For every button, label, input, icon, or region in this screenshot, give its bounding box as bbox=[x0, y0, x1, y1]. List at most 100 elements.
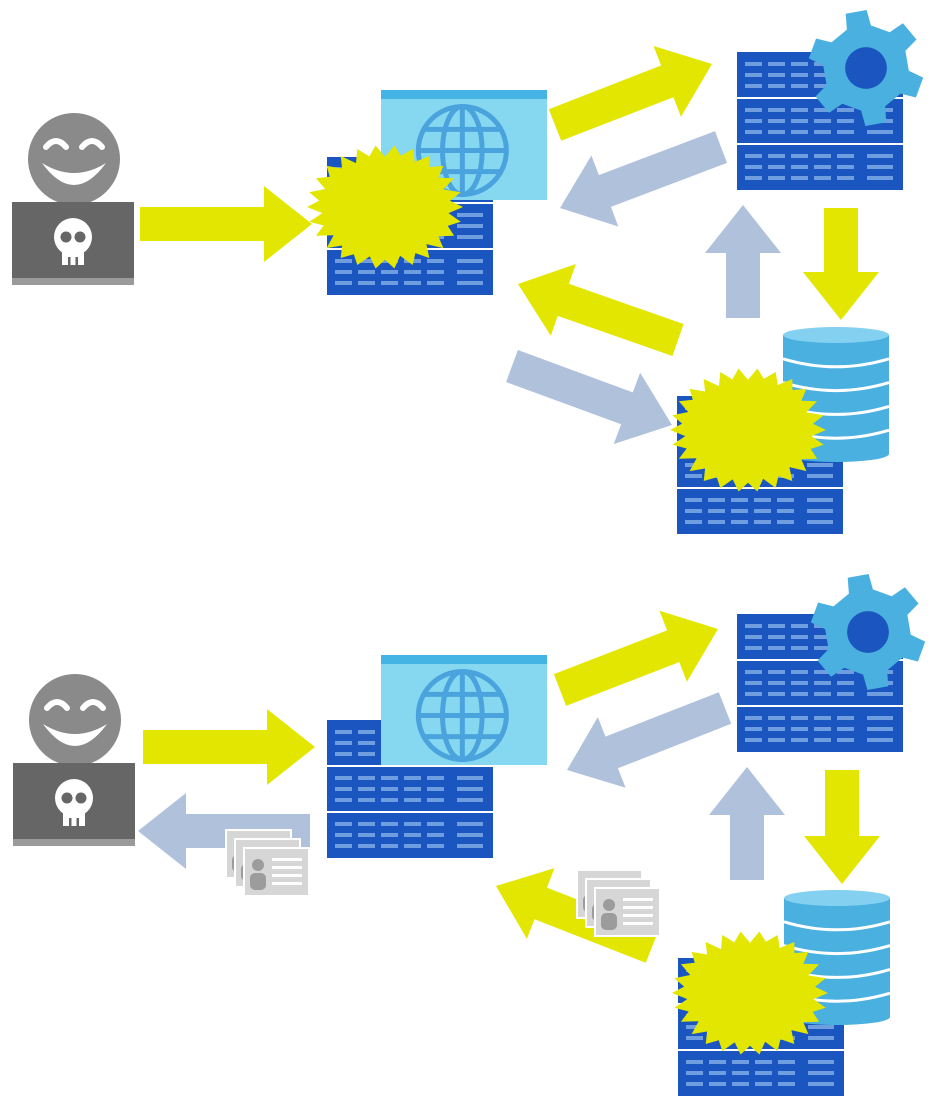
panel-injection-attack bbox=[12, 10, 924, 534]
server-slot bbox=[381, 270, 398, 274]
server-slot bbox=[358, 776, 375, 780]
server-slot bbox=[335, 270, 352, 274]
attacker-eye bbox=[44, 699, 70, 711]
server-indicator bbox=[808, 1082, 834, 1086]
server-slot bbox=[358, 787, 375, 791]
record-line bbox=[272, 874, 302, 877]
server-slot bbox=[427, 798, 444, 802]
server-slot bbox=[404, 270, 421, 274]
server-slot bbox=[768, 108, 785, 112]
record-line bbox=[272, 866, 302, 869]
arrow-db-to-web bbox=[518, 264, 684, 356]
record-line bbox=[623, 906, 653, 909]
server-slot bbox=[427, 833, 444, 837]
server-slot bbox=[768, 738, 785, 742]
server-slot bbox=[732, 1082, 749, 1086]
server-slot bbox=[768, 130, 785, 134]
server-slot bbox=[768, 681, 785, 685]
record-card bbox=[594, 887, 661, 937]
gear-icon bbox=[808, 10, 924, 126]
server-slot bbox=[745, 84, 762, 88]
server-indicator bbox=[457, 259, 483, 263]
attacker-icon bbox=[13, 674, 135, 846]
server-slot bbox=[791, 84, 808, 88]
server-slot bbox=[686, 1082, 703, 1086]
server-slot bbox=[709, 1060, 726, 1064]
server-slot bbox=[427, 787, 444, 791]
server-slot bbox=[837, 738, 854, 742]
server-slot bbox=[814, 670, 831, 674]
server-slot bbox=[814, 165, 831, 169]
server-indicator bbox=[807, 498, 833, 502]
server-slot bbox=[381, 844, 398, 848]
server-slot bbox=[404, 798, 421, 802]
skull-eye bbox=[74, 231, 86, 243]
skull-cranium bbox=[55, 779, 93, 817]
server-divider bbox=[677, 487, 843, 489]
server-indicator bbox=[457, 822, 483, 826]
skull-icon bbox=[55, 779, 93, 826]
server-slot bbox=[335, 730, 352, 734]
server-slot bbox=[745, 727, 762, 731]
server-slot bbox=[791, 738, 808, 742]
skull-icon bbox=[54, 218, 92, 265]
attacker-head bbox=[29, 674, 121, 766]
server-indicator bbox=[807, 463, 833, 467]
server-slot bbox=[814, 681, 831, 685]
panel-data-exfiltration bbox=[13, 574, 926, 1096]
server-slot bbox=[768, 635, 785, 639]
server-indicator bbox=[807, 520, 833, 524]
server-slot bbox=[768, 646, 785, 650]
server-slot bbox=[381, 833, 398, 837]
server-slot bbox=[768, 154, 785, 158]
record-avatar-body bbox=[601, 913, 617, 930]
server-indicator bbox=[867, 165, 893, 169]
server-slot bbox=[777, 509, 794, 513]
server-slot bbox=[745, 165, 762, 169]
server-slot bbox=[814, 635, 831, 639]
server-slot bbox=[358, 730, 375, 734]
stolen-records-icon bbox=[225, 829, 310, 897]
server-indicator bbox=[457, 798, 483, 802]
database-ring bbox=[783, 944, 891, 956]
server-slot bbox=[814, 176, 831, 180]
arrow-app-to-web bbox=[560, 131, 727, 227]
server-slot bbox=[358, 270, 375, 274]
server-slot bbox=[814, 154, 831, 158]
server-indicator bbox=[867, 176, 893, 180]
attacker-head bbox=[28, 113, 120, 205]
database-ring bbox=[782, 381, 890, 393]
server-slot bbox=[814, 73, 831, 77]
server-indicator bbox=[808, 1025, 834, 1029]
web-window-icon bbox=[381, 90, 547, 200]
arrow-web-to-db bbox=[506, 350, 672, 444]
skull-tooth-gap bbox=[69, 818, 72, 826]
server-slot bbox=[381, 822, 398, 826]
server-slot bbox=[745, 119, 762, 123]
server-divider bbox=[737, 143, 903, 145]
server-slot bbox=[381, 776, 398, 780]
server-slot bbox=[709, 1082, 726, 1086]
server-slot bbox=[358, 259, 375, 263]
server-slot bbox=[745, 670, 762, 674]
server-slot bbox=[814, 130, 831, 134]
arrow-db-to-app bbox=[709, 767, 785, 880]
server-slot bbox=[791, 154, 808, 158]
attacker-grin bbox=[42, 163, 106, 185]
server-slot bbox=[358, 844, 375, 848]
server-slot bbox=[837, 692, 854, 696]
server-slot bbox=[335, 787, 352, 791]
server-slot bbox=[427, 281, 444, 285]
server-indicator bbox=[867, 154, 893, 158]
record-avatar-body bbox=[250, 873, 266, 890]
server-slot bbox=[381, 281, 398, 285]
exploit-burst-icon bbox=[672, 931, 828, 1055]
server-slot bbox=[745, 73, 762, 77]
server-indicator bbox=[808, 1071, 834, 1075]
server-slot bbox=[754, 509, 771, 513]
server-slot bbox=[768, 165, 785, 169]
exploit-burst-icon bbox=[670, 368, 826, 492]
arrow-app-to-db bbox=[803, 208, 879, 320]
server-slot bbox=[791, 716, 808, 720]
